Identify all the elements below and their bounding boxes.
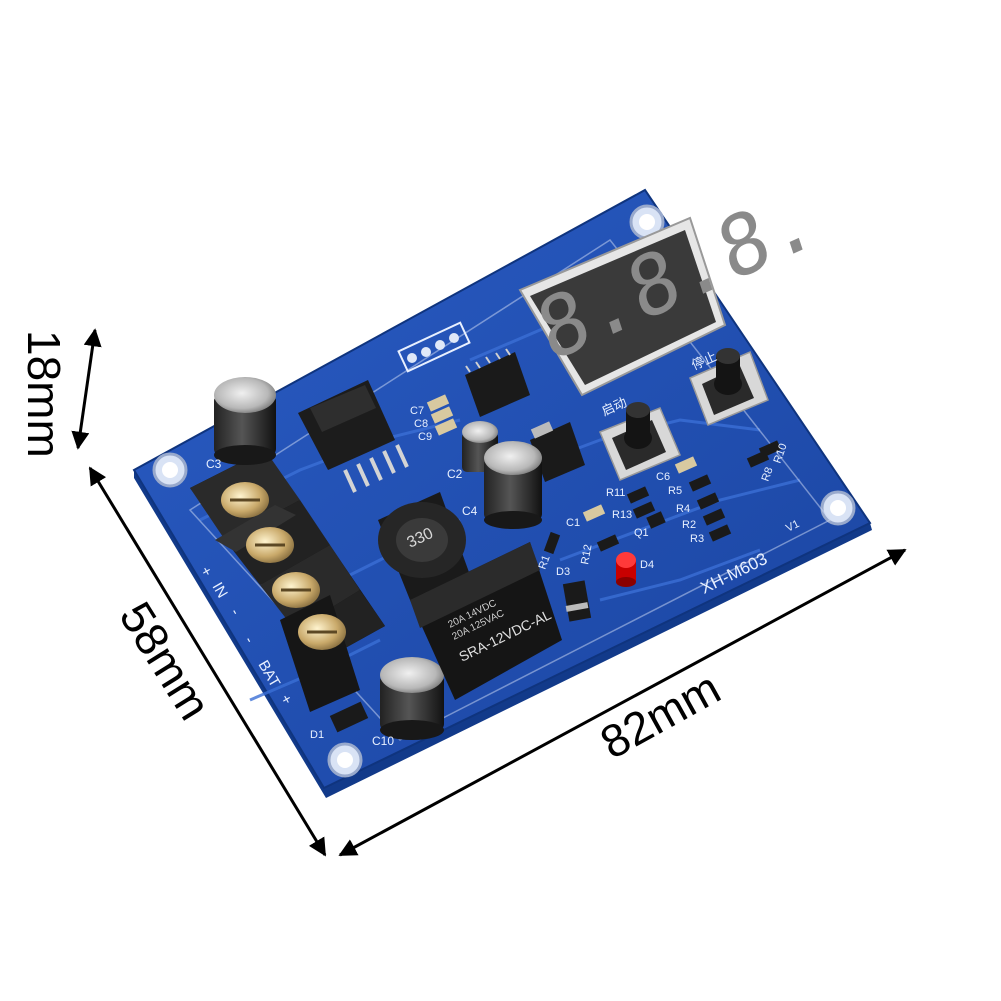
- c3-label: C3: [206, 457, 222, 471]
- board-version: V1: [784, 518, 801, 535]
- smd-c6: C6: [656, 456, 698, 483]
- r3-label: R3: [690, 533, 704, 545]
- smd-q1: Q1: [634, 511, 666, 539]
- r11-label: R11: [606, 487, 625, 499]
- mounting-hole: [820, 490, 856, 526]
- capacitor-c3: C3: [206, 377, 276, 471]
- r4-label: R4: [676, 503, 690, 515]
- smd-c8: C8: [414, 406, 454, 430]
- smd-r5: R5: [668, 474, 712, 497]
- label-in: IN: [209, 580, 231, 601]
- r5-label: R5: [668, 485, 682, 497]
- stop-button[interactable]: 停止: [689, 348, 769, 426]
- regulator-chip: [298, 380, 409, 493]
- screw-terminal: [246, 527, 294, 563]
- screw-terminal: [298, 614, 346, 650]
- c2-label: C2: [447, 467, 463, 481]
- screw-terminal: [221, 482, 269, 518]
- c1-label: C1: [566, 517, 580, 529]
- screw-terminal: [272, 572, 320, 608]
- height-label: 18mm: [18, 330, 70, 458]
- r8-label: R8: [760, 466, 776, 483]
- capacitor-c4: C4: [462, 441, 542, 529]
- diode-d3: D3: [556, 566, 592, 622]
- r1-label: R1: [537, 554, 553, 571]
- r2-label: R2: [682, 519, 696, 531]
- dimension-height: 18mm: [18, 328, 102, 458]
- r12-label: R12: [579, 544, 594, 566]
- d4-label: D4: [640, 559, 654, 571]
- c7-label: C7: [410, 405, 424, 417]
- smd-r1: R1: [537, 531, 561, 571]
- smd-r11: R11: [606, 486, 650, 504]
- d1-label: D1: [310, 729, 324, 741]
- c10-label: C10: [372, 734, 394, 748]
- c4-label: C4: [462, 504, 478, 518]
- c6-label: C6: [656, 471, 670, 483]
- smd-r12: R12: [579, 534, 620, 566]
- capacitor-c10: C10: [372, 657, 444, 748]
- mounting-hole: [327, 742, 363, 778]
- red-led: D4: [616, 552, 654, 587]
- transistor: [530, 421, 585, 482]
- smd-r13: R13: [612, 501, 656, 521]
- relay: 20A 14VDC 20A 125VAC SRA-12VDC-AL: [410, 542, 562, 700]
- smd-c7: C7: [410, 394, 450, 417]
- inductor: 330: [378, 492, 470, 600]
- smd-c1: C1: [566, 504, 606, 529]
- ic-chip: [465, 348, 530, 417]
- mounting-hole: [629, 204, 665, 240]
- q1-label: Q1: [634, 527, 649, 539]
- smd-components: C7 C8 C9 C1 C6 R11 R13 R12 R1 R5 R4 R2 R…: [410, 394, 790, 571]
- d3-label: D3: [556, 566, 570, 578]
- smd-r2: R2: [682, 508, 726, 531]
- smd-r4: R4: [676, 492, 720, 515]
- width-label: 58mm: [110, 593, 222, 729]
- pcb-board: 8.8.8.: [132, 170, 872, 798]
- smd-r3: R3: [690, 524, 732, 545]
- r13-label: R13: [612, 509, 632, 521]
- c9-label: C9: [418, 431, 432, 443]
- smd-r8: R8: [746, 450, 776, 483]
- mounting-hole: [152, 452, 188, 488]
- length-label: 82mm: [592, 661, 729, 768]
- diode-d1: D1: [310, 701, 369, 741]
- smd-c9: C9: [418, 418, 458, 443]
- c8-label: C8: [414, 418, 428, 430]
- pin-header: [397, 321, 471, 373]
